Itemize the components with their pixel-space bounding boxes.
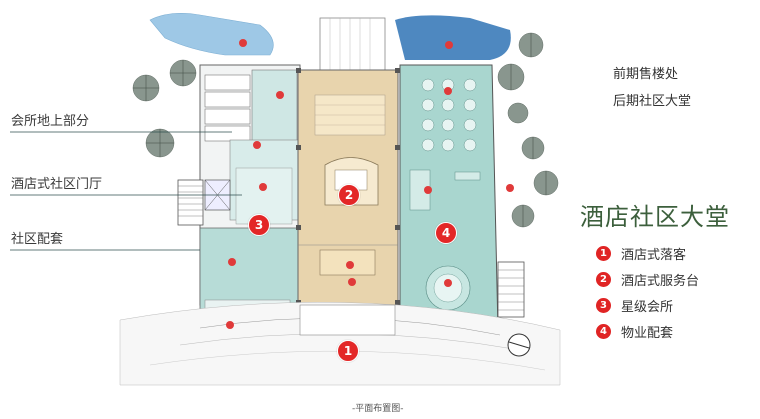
legend-item-2: 2 酒店式服务台	[596, 270, 699, 289]
label-above-ground: 会所地上部分	[11, 114, 90, 129]
legend-num: 4	[596, 324, 611, 339]
stair-right	[497, 261, 525, 318]
legend-item-1: 1 酒店式落客	[596, 244, 686, 263]
legend-title: 酒店社区大堂	[580, 203, 730, 231]
pond-left	[149, 13, 274, 56]
plan-marker-4: 4	[435, 222, 457, 244]
legend-label: 物业配套	[621, 326, 674, 341]
stair-left	[177, 179, 204, 226]
label-community-facilities: 社区配套	[11, 232, 64, 247]
label-community-lobby: 后期社区大堂	[613, 94, 692, 109]
figure-caption: -平面布置图-	[352, 404, 404, 414]
label-hotel-entrance: 酒店式社区门厅	[11, 177, 103, 192]
legend-label: 酒店式落客	[621, 248, 687, 263]
label-sales-office: 前期售楼处	[613, 67, 679, 82]
legend-item-3: 3 星级会所	[596, 296, 673, 315]
legend-num: 3	[596, 298, 611, 313]
entrance-canopy	[319, 17, 386, 79]
club-top-zone	[251, 69, 298, 151]
north-arrow-icon	[507, 333, 531, 357]
legend-item-4: 4 物业配套	[596, 322, 673, 341]
pond-right	[395, 15, 511, 60]
legend-label: 酒店式服务台	[621, 274, 700, 289]
plan-marker-3: 3	[248, 214, 270, 236]
plan-marker-2: 2	[338, 184, 360, 206]
legend-label: 星级会所	[621, 300, 674, 315]
legend-num: 1	[596, 246, 611, 261]
plan-marker-1: 1	[337, 340, 359, 362]
legend-num: 2	[596, 272, 611, 287]
